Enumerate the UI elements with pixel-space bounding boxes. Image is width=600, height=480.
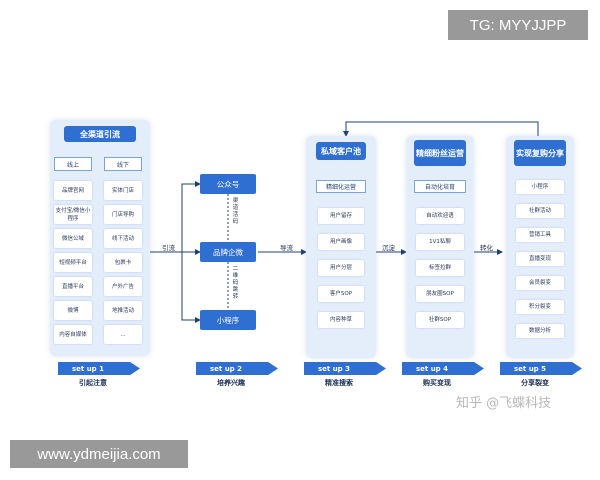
list-item: 营销工具: [516, 228, 564, 242]
list-item: 内容种草: [318, 312, 364, 328]
stage1-caption: 引起注意: [79, 379, 107, 387]
list-item: 自动欢迎语: [416, 208, 464, 224]
list-item: 直播平台: [54, 277, 92, 296]
watermark-tag-bottom: www.ydmeijia.com: [10, 440, 188, 468]
stage2-vlabel-bottom: 二维码跳转: [232, 266, 239, 300]
stage5-caption: 分享裂变: [521, 379, 549, 387]
stage4-title: 精细粉丝运营: [414, 140, 466, 166]
list-item: ...: [104, 325, 142, 344]
stage3-title: 私域客户池: [316, 142, 366, 160]
flow-label-4: 转化: [480, 244, 493, 252]
list-item: 社群活动: [516, 204, 564, 218]
stage1-sub-offline: 线下: [104, 157, 142, 171]
stage1-step: set up 1: [58, 362, 140, 375]
list-item: 微信公域: [54, 229, 92, 248]
stage4-step: set up 4: [402, 362, 484, 375]
list-item: 朋友圈SOP: [416, 286, 464, 302]
list-item: 户外广告: [104, 277, 142, 296]
list-item: 实体门店: [104, 181, 142, 200]
list-item: 社群SOP: [416, 312, 464, 328]
list-item: 品牌官网: [54, 181, 92, 200]
stage5-title: 实现复购分享: [514, 140, 566, 166]
stage2-step: set up 2: [196, 362, 278, 375]
list-item: 1V1私聊: [416, 234, 464, 250]
watermark-tag-top: TG: MYYJJPP: [448, 10, 588, 40]
stage2-node-bottom: 小程序: [200, 310, 256, 330]
stage3-step: set up 3: [304, 362, 386, 375]
flow-label-1: 引流: [162, 244, 175, 252]
zhihu-watermark: 知乎 @飞蝶科技: [456, 396, 552, 411]
flow-label-2: 导流: [280, 244, 293, 252]
list-item: 数据分析: [516, 324, 564, 338]
list-item: 门店导购: [104, 205, 142, 224]
list-item: 用户留存: [318, 208, 364, 224]
list-item: 小程序: [516, 180, 564, 194]
stage2-caption: 培养兴趣: [217, 379, 245, 387]
stage5-panel: [506, 136, 574, 358]
flow-label-3: 沉淀: [382, 244, 395, 252]
list-item: 客户SOP: [318, 286, 364, 302]
list-item: 会员裂变: [516, 276, 564, 290]
stage2-node-middle: 品牌企微: [200, 242, 256, 262]
list-item: 短视频平台: [54, 253, 92, 272]
stage1-sub-online: 线上: [54, 157, 92, 171]
list-item: 线下活动: [104, 229, 142, 248]
stage4-sub: 自动化培育: [414, 180, 466, 193]
list-item: 支付宝/微信小程序: [54, 205, 92, 224]
list-item: 内容自媒体: [54, 325, 92, 344]
list-item: 微博: [54, 301, 92, 320]
stage2-vlabel-top: 渠道活码: [232, 198, 239, 225]
feedback-loop: [343, 121, 539, 137]
stage3-caption: 精准搜索: [325, 379, 353, 387]
list-item: 包裹卡: [104, 253, 142, 272]
stage2-node-top: 公众号: [200, 174, 256, 194]
stage1-title: 全渠道引流: [64, 126, 136, 142]
list-item: 地推活动: [104, 301, 142, 320]
stage3-sub: 精细化运营: [316, 180, 366, 193]
list-item: 标签拉群: [416, 260, 464, 276]
list-item: 用户画像: [318, 234, 364, 250]
stage5-step: set up 5: [500, 362, 582, 375]
stage4-caption: 购买变现: [423, 379, 451, 387]
list-item: 直播变现: [516, 252, 564, 266]
list-item: 用户分层: [318, 260, 364, 276]
list-item: 积分裂变: [516, 300, 564, 314]
